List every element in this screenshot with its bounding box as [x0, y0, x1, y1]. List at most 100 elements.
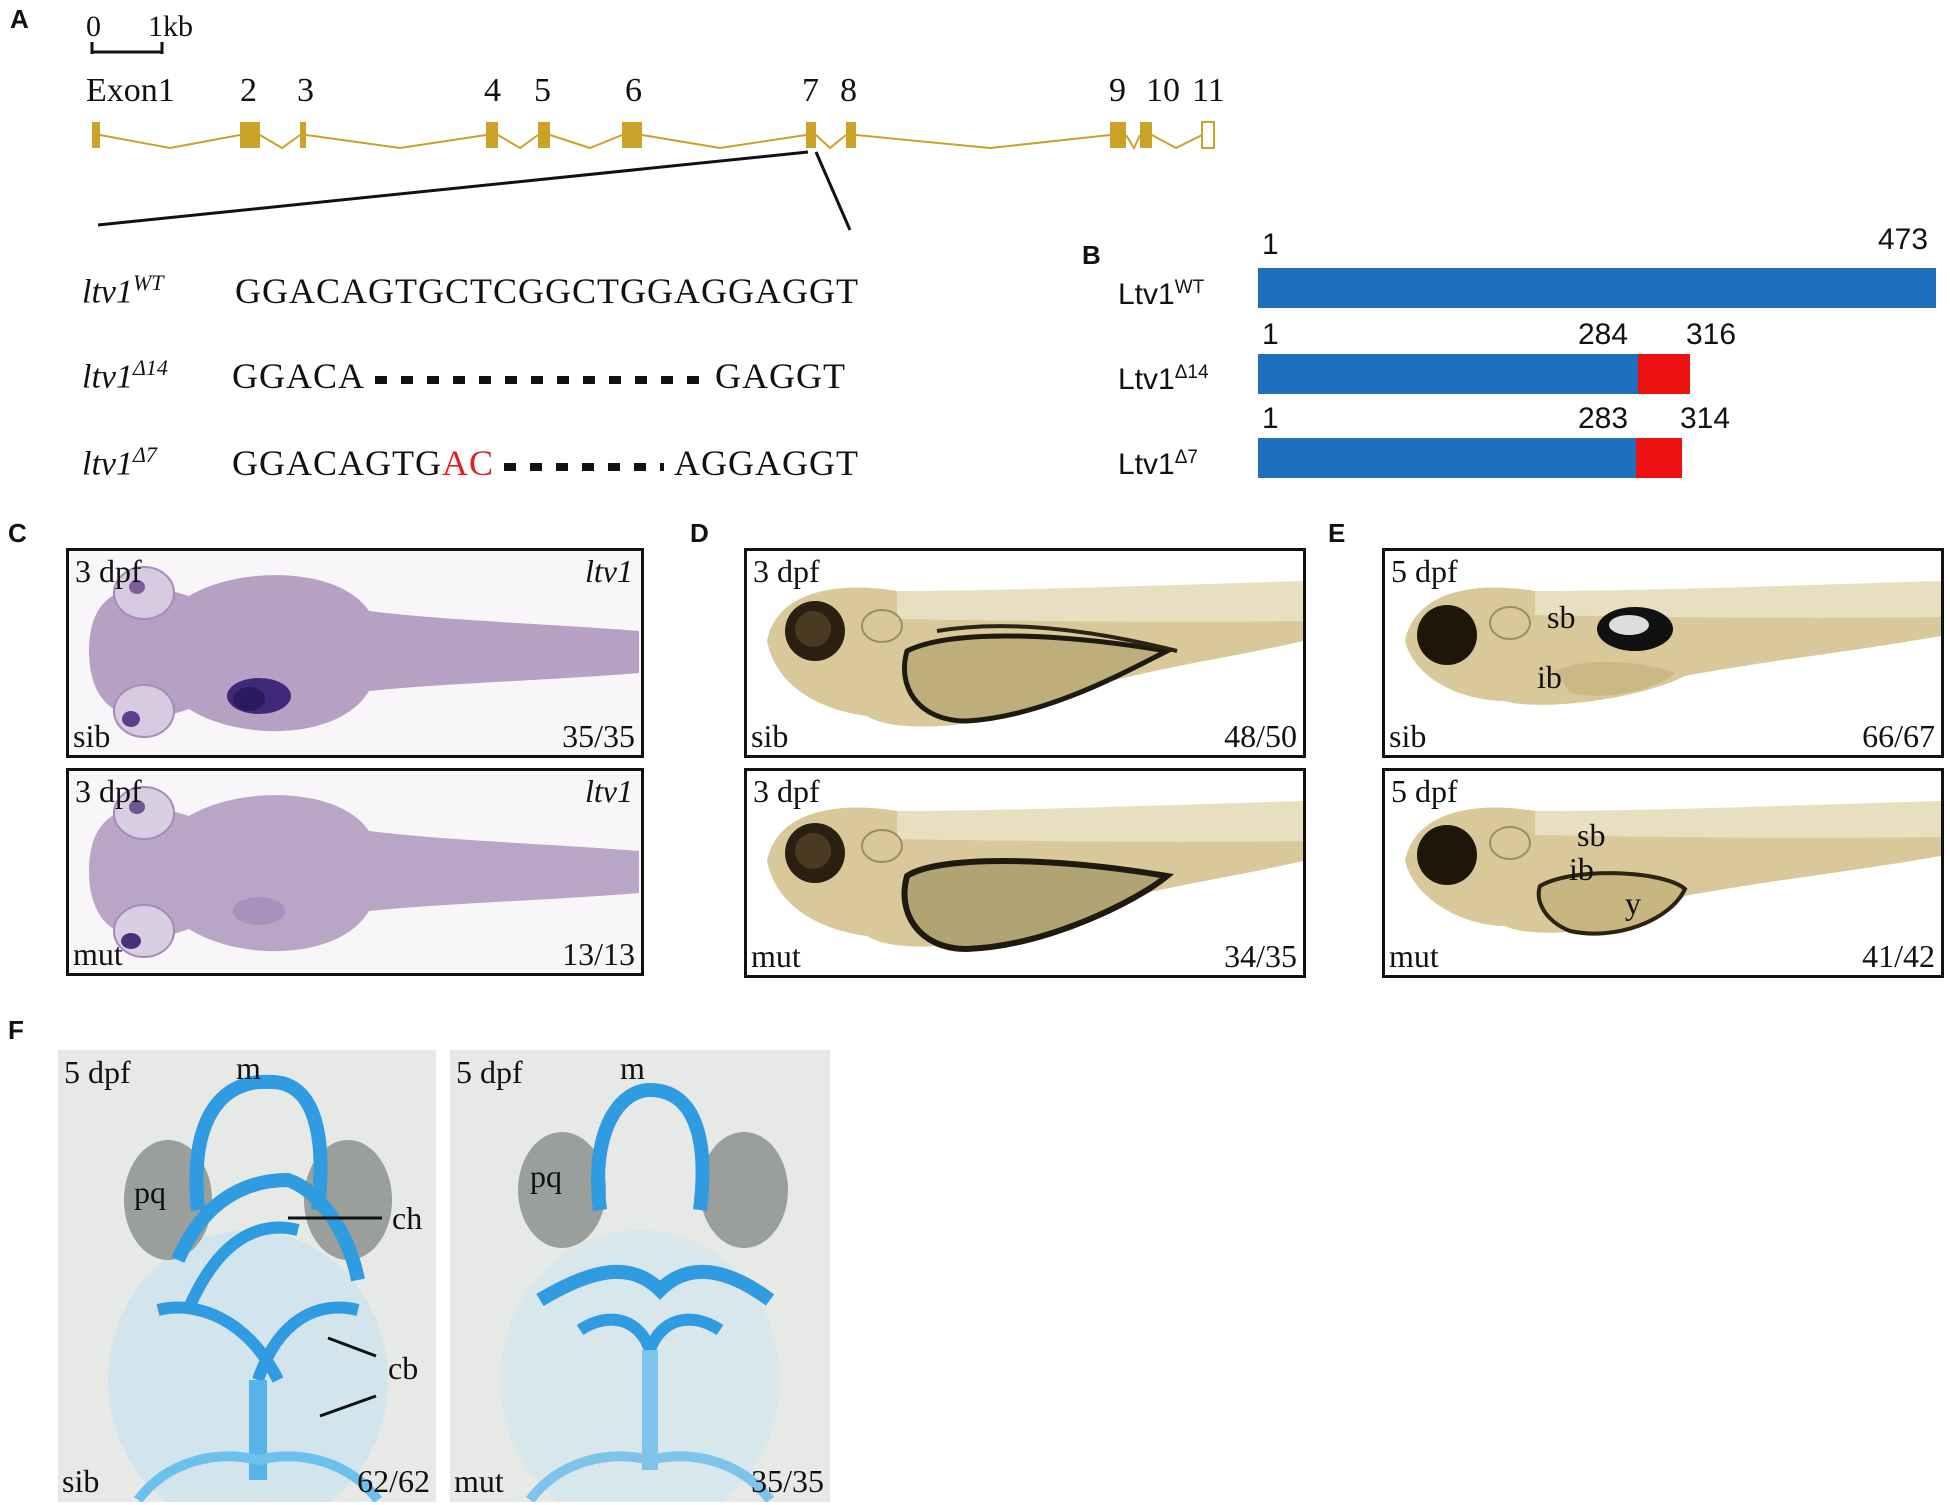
genotype-label: sib	[751, 718, 789, 754]
protein-d7-bar	[1258, 438, 1636, 478]
protein-d14-split: 284	[1578, 318, 1629, 351]
exon-label-11: 11	[1192, 72, 1225, 109]
exon-11	[1201, 121, 1215, 149]
genotype-wt: ltv1WT	[82, 270, 164, 311]
palatoquadrate-label: pq	[530, 1158, 562, 1194]
stage-label: 5 dpf	[1391, 773, 1458, 809]
panel-f-mut: 5 dpf m pq mut 35/35	[450, 1050, 830, 1502]
stage-label: 5 dpf	[456, 1054, 523, 1090]
panel-c-mut: 3 dpf ltv1 mut 13/13	[66, 768, 644, 976]
larva-lateral-image	[1405, 801, 1941, 936]
exon-label-2: 2	[240, 72, 257, 109]
ceratobranchial-label: cb	[388, 1350, 419, 1386]
panel-letter-c: C	[8, 518, 27, 548]
protein-wt-end: 473	[1878, 223, 1929, 256]
larva-lateral-image	[767, 801, 1303, 953]
protein-wt-start: 1	[1262, 228, 1279, 261]
deletion-dots	[504, 462, 665, 471]
panel-letter-e: E	[1328, 518, 1346, 548]
larva-lateral-image	[767, 581, 1303, 727]
intestinal-bulb-label: ib	[1537, 659, 1562, 695]
genotype-label: sib	[1389, 718, 1427, 754]
panel-letter-b: B	[1082, 240, 1101, 270]
larva-insitu-image	[89, 786, 639, 958]
exon-5	[538, 122, 550, 148]
exon-label-9: 9	[1109, 72, 1126, 109]
scale-label: 1kb	[148, 10, 193, 43]
swim-bladder-label: sb	[1577, 817, 1606, 853]
meckels-label: m	[236, 1050, 261, 1086]
exon-6	[622, 122, 642, 148]
genotype-d14: ltv1Δ14	[82, 355, 168, 396]
panel-e-sib: 5 dpf sb ib sib 66/67	[1382, 548, 1944, 758]
sequence-wt: GGACAGTGCTCGGCTGGAGGAGGT	[235, 271, 859, 311]
panel-d-sib: 3 dpf sib 48/50	[744, 548, 1306, 758]
palatoquadrate-label: pq	[134, 1174, 166, 1210]
meckels-label: m	[620, 1050, 645, 1086]
protein-wt-bar	[1258, 268, 1936, 308]
protein-d7-end: 314	[1680, 402, 1731, 435]
protein-d7-frameshift	[1636, 438, 1682, 478]
genotype-label: mut	[751, 938, 801, 974]
genotype-label: mut	[73, 936, 123, 972]
protein-d7-split: 283	[1578, 402, 1629, 435]
exon-label-4: 4	[484, 72, 501, 109]
protein-d14-frameshift	[1638, 354, 1690, 394]
protein-d14-name: Ltv1Δ14	[1118, 362, 1209, 396]
count-label: 35/35	[751, 1463, 824, 1499]
stage-label: 3 dpf	[75, 773, 142, 809]
stage-label: 3 dpf	[753, 553, 820, 589]
count-label: 62/62	[357, 1463, 430, 1499]
stage-label: 5 dpf	[1391, 553, 1458, 589]
swim-bladder-label: sb	[1547, 599, 1576, 635]
probe-label: ltv1	[585, 773, 633, 809]
larva-insitu-image	[89, 566, 639, 738]
exon-1	[92, 122, 100, 148]
panel-letter-f: F	[8, 1015, 24, 1045]
exon-label-1: Exon1	[86, 72, 175, 109]
protein-d14-start: 1	[1262, 318, 1279, 351]
protein-wt-name: Ltv1WT	[1118, 277, 1205, 311]
probe-label: ltv1	[585, 553, 633, 589]
panel-e-mut: 5 dpf sb ib y mut 41/42	[1382, 768, 1944, 978]
intestinal-bulb-label: ib	[1569, 851, 1594, 887]
exon-4	[486, 122, 498, 148]
protein-d14-end: 316	[1686, 318, 1737, 351]
exon-10	[1140, 122, 1152, 148]
protein-d14-bar	[1258, 354, 1638, 394]
genotype-label: sib	[73, 718, 111, 754]
panel-letter-d: D	[690, 518, 709, 548]
scale-zero: 0	[86, 10, 101, 43]
yolk-label: y	[1625, 885, 1641, 921]
genotype-label: mut	[454, 1463, 504, 1499]
gene-model	[92, 121, 1215, 231]
exon-label-5: 5	[534, 72, 551, 109]
panel-f-sib: 5 dpf m pq ch cb sib 62/62	[58, 1050, 436, 1502]
scale-bar	[90, 42, 164, 54]
count-label: 48/50	[1224, 718, 1297, 754]
ceratohyal-label: ch	[392, 1200, 423, 1236]
exon-label-7: 7	[802, 72, 819, 109]
stage-label: 3 dpf	[753, 773, 820, 809]
count-label: 66/67	[1862, 718, 1935, 754]
panel-letter-a: A	[10, 4, 29, 34]
exon-2	[240, 122, 260, 148]
genotype-label: mut	[1389, 938, 1439, 974]
exon-label-8: 8	[840, 72, 857, 109]
cartilage-stain-image	[500, 1082, 788, 1502]
exon-9	[1110, 122, 1126, 148]
panel-d-mut: 3 dpf mut 34/35	[744, 768, 1306, 978]
exon-7	[806, 122, 816, 148]
deletion-dots	[375, 375, 706, 384]
exon-label-3: 3	[297, 72, 314, 109]
protein-d7-start: 1	[1262, 402, 1279, 435]
panel-c-sib: 3 dpf ltv1 sib 35/35	[66, 548, 644, 758]
larva-lateral-image	[1405, 581, 1941, 705]
exon-3	[300, 122, 306, 148]
stage-label: 5 dpf	[64, 1054, 131, 1090]
protein-d7-name: Ltv1Δ7	[1118, 447, 1198, 481]
exon-8	[846, 122, 856, 148]
count-label: 41/42	[1862, 938, 1935, 974]
